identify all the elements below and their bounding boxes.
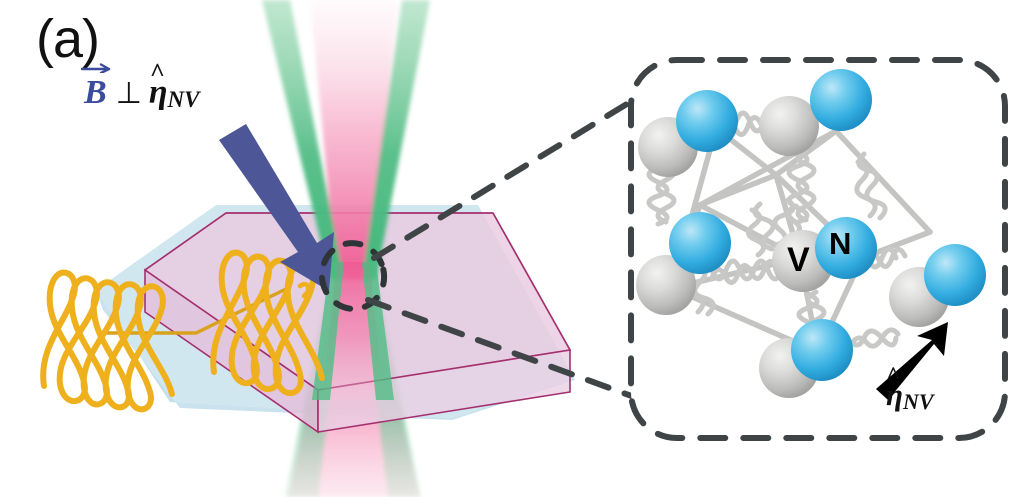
nitrogen-site [924, 244, 986, 306]
eta-subscript: NV [167, 87, 200, 112]
inset-callout-lines [365, 93, 651, 405]
laser-beam-upper [262, 0, 430, 280]
nitrogen-site [791, 319, 853, 381]
microwave-antenna [40, 249, 325, 413]
inset-axis-label: ^ηNV [886, 364, 934, 414]
eta-inset-subscript: NV [903, 389, 934, 414]
nitrogen-site [810, 69, 872, 131]
carbon-atom [759, 96, 819, 156]
nitrogen-label: N [829, 226, 852, 261]
magnetic-field-arrow [219, 124, 334, 291]
vector-arrow-icon [81, 63, 111, 73]
nitrogen-site [669, 212, 731, 274]
field-condition-label: B⊥^ηNV [81, 60, 200, 112]
nitrogen-site [676, 90, 738, 152]
vacancy-label: V [787, 241, 810, 279]
page-title: (a) [36, 9, 100, 69]
eta-letter: η [148, 74, 168, 111]
perpendicular-symbol: ⊥ [115, 77, 142, 110]
nv-axis-arrow [876, 322, 948, 400]
lattice-atoms [636, 69, 986, 398]
eta-nv-symbol: ^η [148, 60, 168, 111]
eta-inset-symbol: ^η [886, 364, 904, 412]
hat-accent-icon: ^ [149, 58, 165, 87]
carbon-atom [636, 255, 696, 315]
hat-accent-icon-inset: ^ [886, 363, 901, 390]
b-vector-symbol: B [81, 63, 111, 111]
b-letter: B [84, 74, 107, 111]
focal-volume-marker [318, 240, 388, 312]
nitrogen-atom [815, 217, 877, 279]
eta-inset-letter: η [886, 377, 904, 412]
